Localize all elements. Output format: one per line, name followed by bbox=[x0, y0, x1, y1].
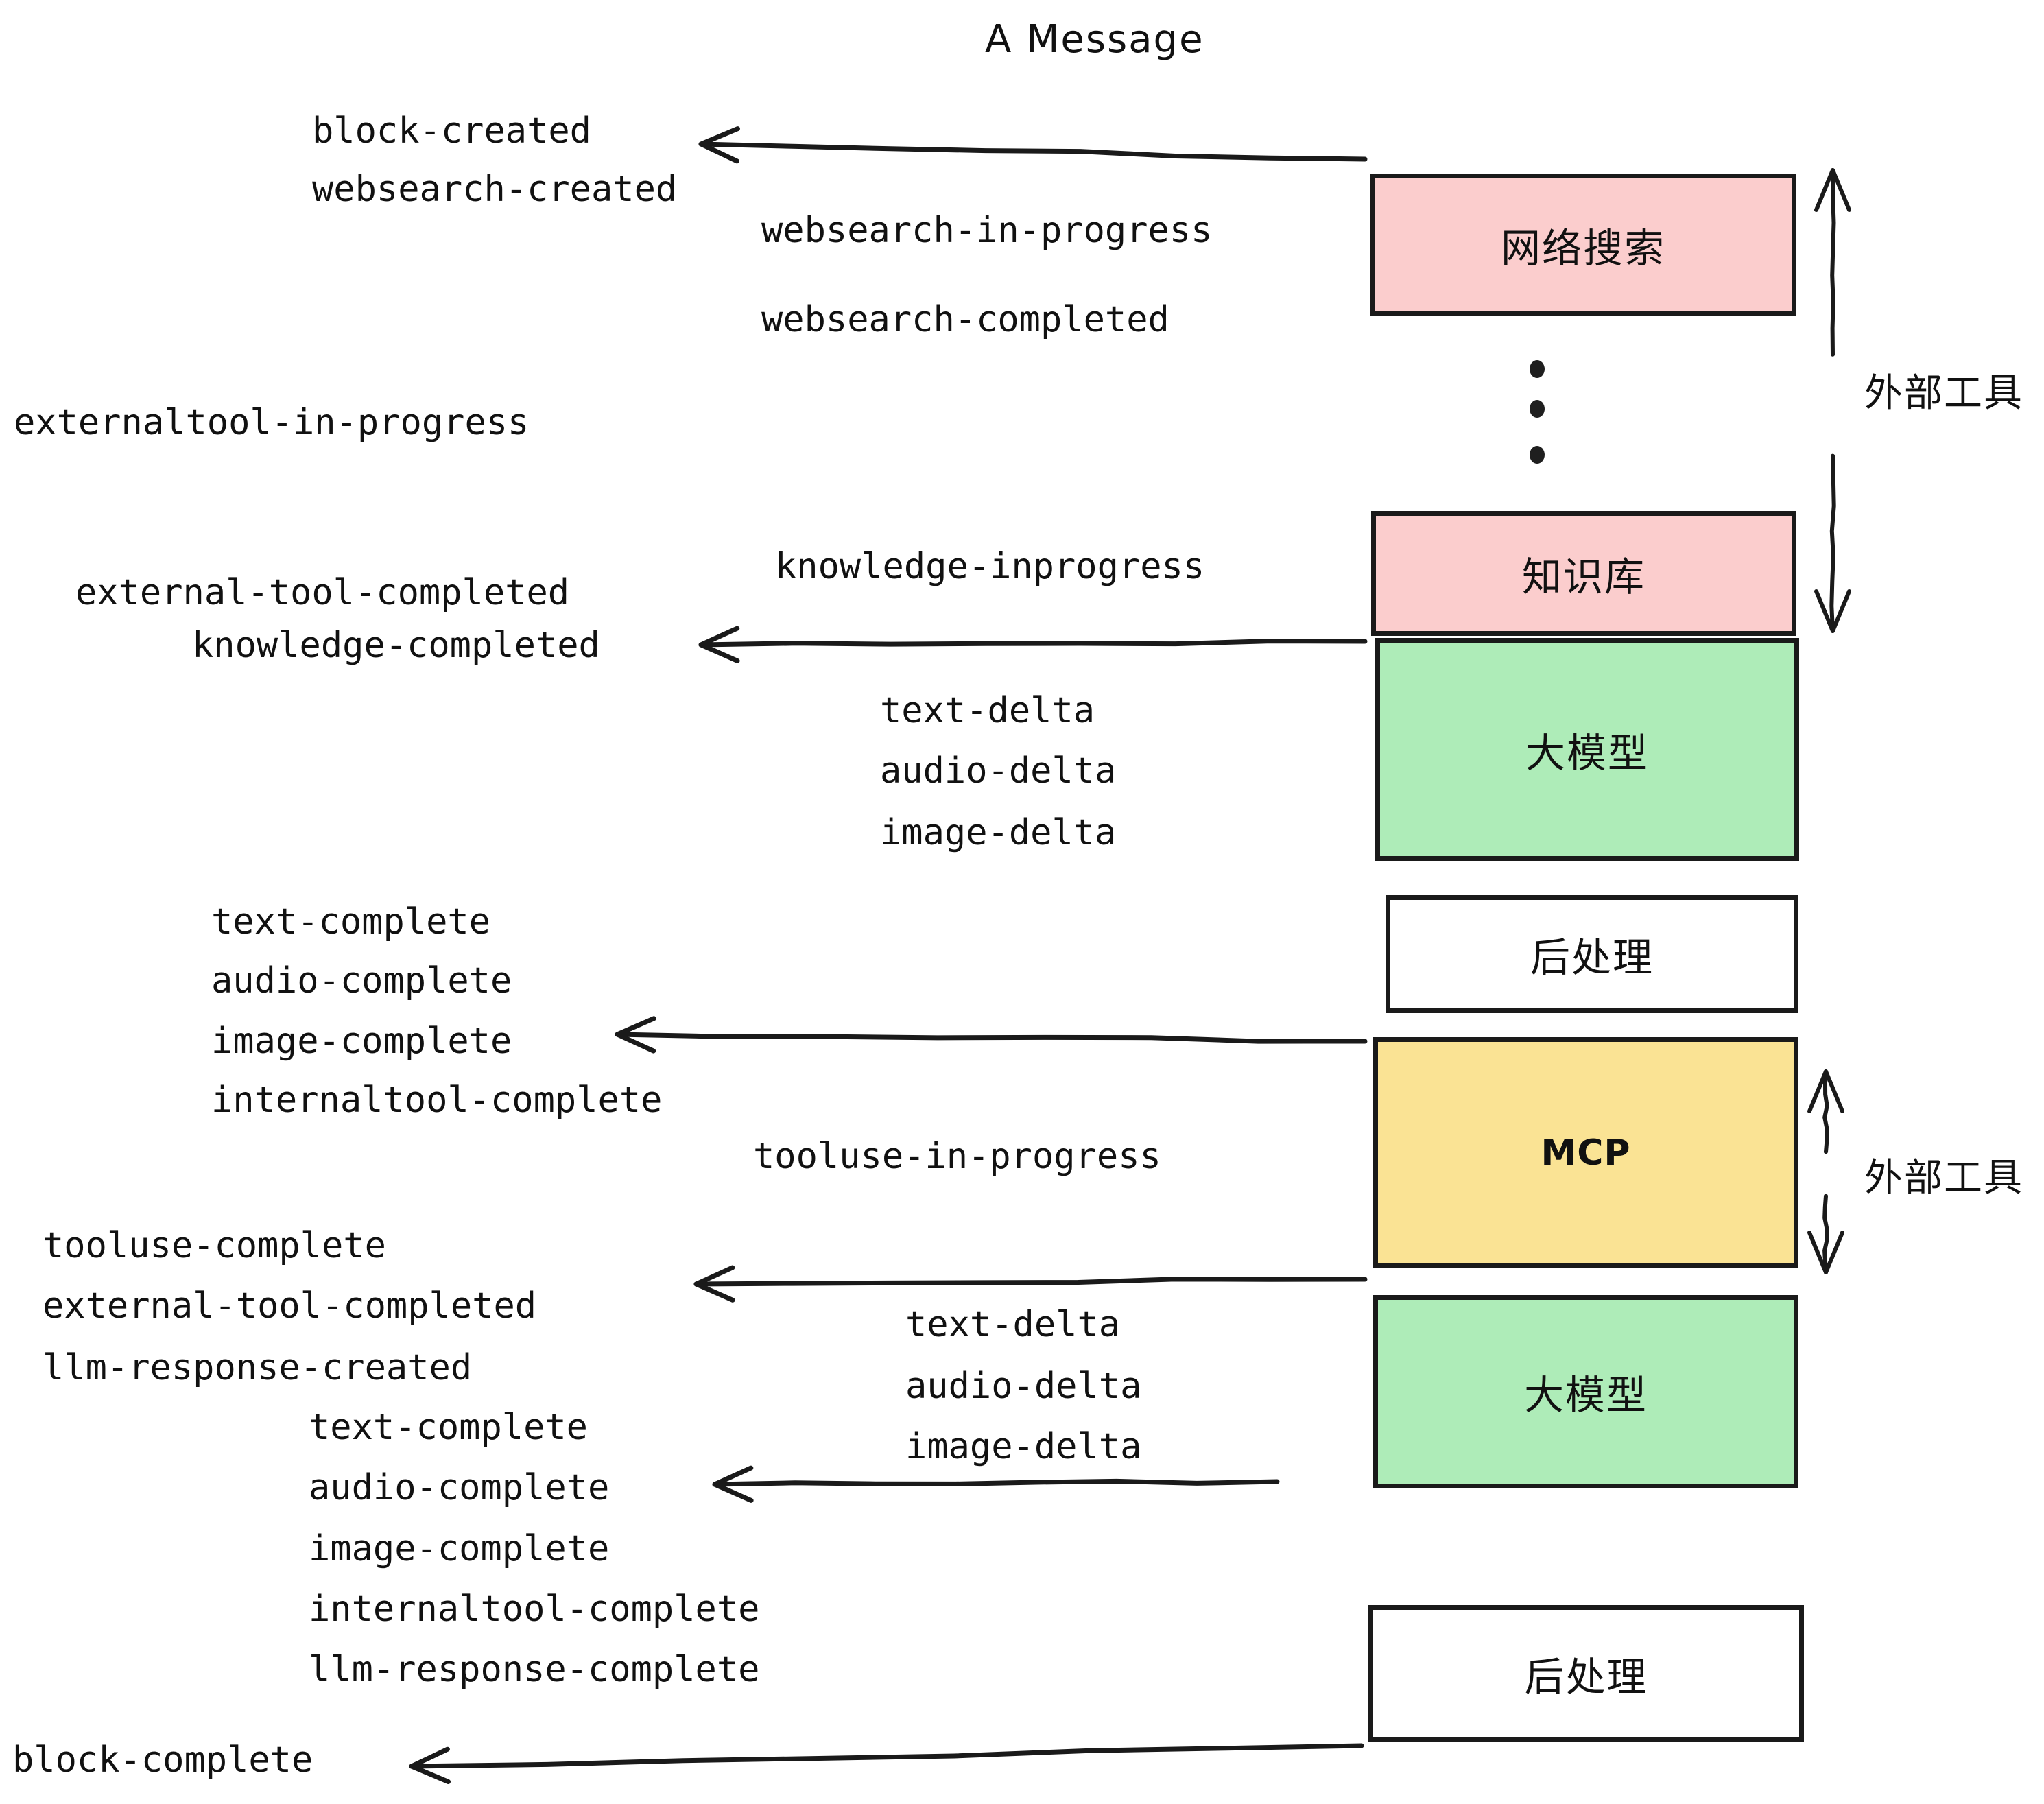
node-box: 大模型 bbox=[1375, 638, 1799, 861]
ellipsis-dot bbox=[1530, 400, 1545, 418]
event-label: tooluse-in-progress bbox=[753, 1136, 1161, 1177]
event-label: text-delta bbox=[905, 1304, 1121, 1345]
node-box: 后处理 bbox=[1386, 895, 1798, 1013]
arrow-block-created-icon bbox=[698, 126, 1368, 164]
external-tools-group-label: 外部工具 bbox=[1864, 371, 2023, 416]
node-box: MCP bbox=[1373, 1037, 1798, 1268]
node-box-label: 大模型 bbox=[1525, 729, 1649, 776]
event-label: externaltool-in-progress bbox=[14, 402, 530, 443]
arrow-audio-complete-icon bbox=[712, 1465, 1280, 1503]
node-box: 后处理 bbox=[1368, 1605, 1804, 1742]
event-label: websearch-in-progress bbox=[761, 210, 1213, 251]
node-box: 知识库 bbox=[1371, 511, 1796, 636]
event-label: block-created bbox=[312, 110, 591, 152]
node-box-label: 知识库 bbox=[1521, 554, 1645, 600]
event-label: knowledge-inprogress bbox=[775, 546, 1205, 587]
node-box-label: 后处理 bbox=[1524, 1654, 1648, 1700]
event-label: audio-complete bbox=[309, 1467, 610, 1508]
node-box-label: 网络搜索 bbox=[1500, 225, 1665, 272]
node-box-label: 大模型 bbox=[1523, 1372, 1648, 1419]
event-label: tooluse-complete bbox=[43, 1225, 386, 1266]
ellipsis-dot bbox=[1530, 360, 1545, 378]
node-box: 网络搜索 bbox=[1370, 174, 1796, 316]
event-label: internaltool-complete bbox=[211, 1080, 663, 1121]
node-box-label: 后处理 bbox=[1530, 934, 1654, 981]
page-title: A Message bbox=[985, 17, 1204, 62]
event-label: internaltool-complete bbox=[309, 1589, 760, 1630]
event-label: image-complete bbox=[309, 1528, 610, 1569]
node-box: 大模型 bbox=[1373, 1295, 1798, 1488]
event-label: text-complete bbox=[211, 901, 490, 942]
arrow-block-complete-icon bbox=[409, 1743, 1364, 1784]
event-label: llm-response-complete bbox=[309, 1649, 760, 1690]
event-label: external-tool-completed bbox=[75, 572, 570, 613]
event-label: image-delta bbox=[905, 1426, 1142, 1467]
event-label: knowledge-completed bbox=[192, 625, 600, 666]
event-label: audio-delta bbox=[880, 750, 1117, 792]
event-label: external-tool-completed bbox=[43, 1285, 537, 1327]
external-tools-group-label: 外部工具 bbox=[1864, 1156, 2023, 1200]
event-label: llm-response-created bbox=[43, 1347, 473, 1388]
arrow-image-complete-icon bbox=[615, 1016, 1368, 1054]
event-label: audio-complete bbox=[211, 960, 512, 1001]
event-label: audio-delta bbox=[905, 1366, 1142, 1407]
ellipsis-dot bbox=[1530, 446, 1545, 464]
arrow-tooluse-complete-icon bbox=[693, 1265, 1368, 1303]
event-label: block-complete bbox=[12, 1740, 313, 1781]
arrow-knowledge-done-icon bbox=[698, 626, 1368, 663]
event-label: image-delta bbox=[880, 812, 1117, 853]
node-box-label: MCP bbox=[1541, 1132, 1631, 1174]
event-label: websearch-completed bbox=[761, 299, 1169, 340]
external-tools-lower-double-arrow-icon bbox=[1807, 1069, 1844, 1274]
event-label: websearch-created bbox=[312, 169, 678, 210]
event-label: text-complete bbox=[309, 1407, 588, 1448]
external-tools-upper-double-arrow-icon bbox=[1814, 168, 1851, 633]
event-label: text-delta bbox=[880, 690, 1095, 731]
event-label: image-complete bbox=[211, 1021, 512, 1062]
